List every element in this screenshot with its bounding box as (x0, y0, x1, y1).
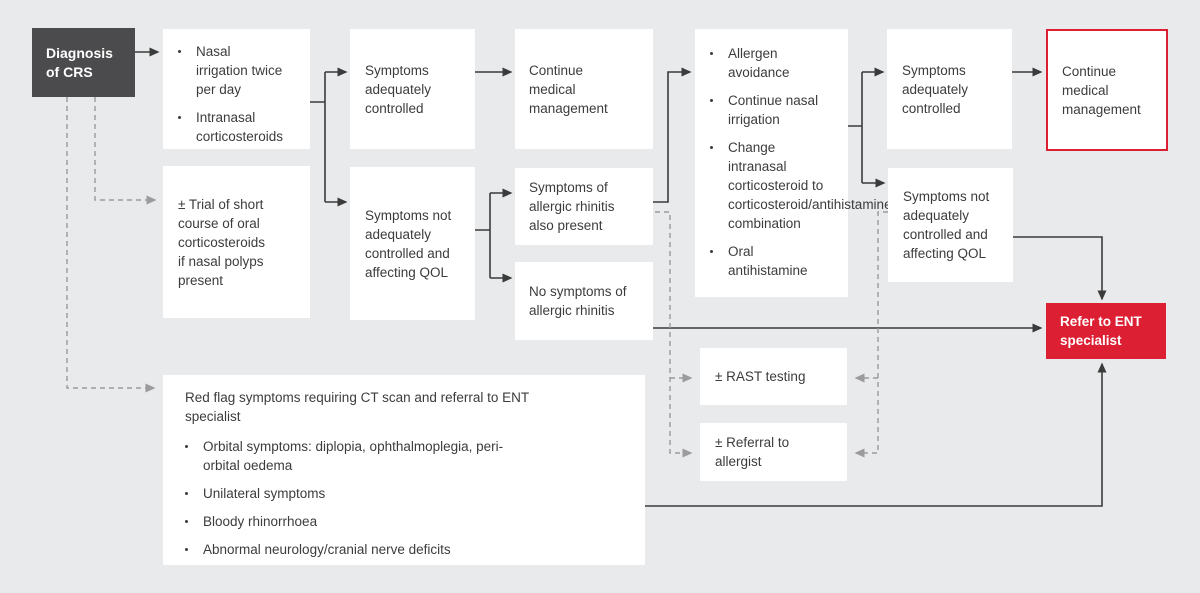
node-label: Refer to ENT specialist (1060, 314, 1142, 348)
bullet-icon (185, 445, 188, 448)
connector-diagnosis-to-redflag (66, 97, 156, 393)
node-label: No symptoms of allergic rhinitis (529, 284, 627, 318)
bullet-icon (185, 548, 188, 551)
node-label: ± RAST testing (715, 369, 806, 384)
node-label: Symptoms of allergic rhinitis also prese… (529, 180, 615, 233)
node-label: Symptoms not adequately controlled and a… (903, 189, 990, 261)
bullet-icon (710, 146, 713, 149)
node-label: ± Referral to allergist (715, 435, 790, 469)
connector-redflag-to-ent (645, 362, 1107, 507)
list-item-text: Nasal irrigation twice per day (196, 44, 283, 97)
list-item: Abnormal neurology/cranial nerve deficit… (185, 540, 639, 559)
node-symptoms-not-controlled-1: Symptoms not adequately controlled and a… (350, 167, 475, 320)
node-initial-treatment: Nasal irrigation twice per day Intranasa… (163, 29, 310, 149)
list-item-text: Bloody rhinorrhoea (203, 514, 318, 529)
node-label: Symptoms not adequately controlled and a… (365, 207, 452, 280)
bullet-list: Orbital symptoms: diplopia, ophthalmople… (185, 437, 639, 559)
list-item-text: Allergen avoidance (728, 46, 790, 80)
node-label: Continue medical management (1062, 63, 1141, 117)
node-continue-management-1: Continue medical management (515, 29, 653, 149)
list-item: Change intranasal corticosteroid to cort… (710, 138, 892, 233)
node-red-flag-symptoms: Red flag symptoms requiring CT scan and … (163, 375, 645, 565)
connector-armanagement-branch-stem (848, 72, 863, 183)
bullet-icon (710, 99, 713, 102)
node-label: Continue medical management (529, 62, 608, 116)
list-item-text: Oral antihistamine (728, 244, 808, 278)
list-item-text: Abnormal neurology/cranial nerve deficit… (203, 542, 451, 557)
node-referral-to-allergist: ± Referral to allergist (700, 423, 847, 481)
connector-diagnosis-to-oralsteroids (94, 97, 157, 205)
list-item: Continue nasal irrigation (710, 91, 842, 129)
list-item: Bloody rhinorrhoea (185, 512, 639, 531)
list-item: Orbital symptoms: diplopia, ophthalmople… (185, 437, 639, 475)
connector-initial-branch-stem (310, 72, 326, 202)
bullet-icon (178, 50, 181, 53)
node-label: ± Trial of short course of oral corticos… (178, 196, 266, 288)
list-item-text: Orbital symptoms: diplopia, ophthalmople… (203, 439, 504, 473)
bullet-list: Nasal irrigation twice per day Intranasa… (178, 42, 304, 146)
connector-arpresent-to-armanagement (653, 67, 692, 203)
node-refer-to-ent-specialist: Refer to ENT specialist (1046, 303, 1166, 359)
bullet-icon (710, 250, 713, 253)
list-item: Oral antihistamine (710, 242, 842, 280)
node-symptoms-controlled-1: Symptoms adequately controlled (350, 29, 475, 149)
list-item: Nasal irrigation twice per day (178, 42, 304, 99)
node-label: Diagnosis of CRS (46, 44, 113, 80)
node-label: Symptoms adequately controlled (902, 62, 969, 116)
node-diagnosis-of-crs: Diagnosis of CRS (32, 28, 135, 97)
node-symptoms-controlled-2: Symptoms adequately controlled (887, 29, 1012, 149)
node-oral-steroids-trial: ± Trial of short course of oral corticos… (163, 166, 310, 318)
list-item: Unilateral symptoms (185, 484, 639, 503)
connector-arpresent-to-allergist (655, 211, 693, 458)
connector-notcontrolled1-branch-stem (475, 193, 491, 278)
node-no-allergic-rhinitis: No symptoms of allergic rhinitis (515, 262, 653, 340)
node-allergic-rhinitis-present: Symptoms of allergic rhinitis also prese… (515, 168, 653, 245)
list-item-text: Continue nasal irrigation (728, 93, 819, 127)
node-rast-testing: ± RAST testing (700, 348, 847, 405)
node-label: Symptoms adequately controlled (365, 62, 432, 116)
connector-notcontrolled2-to-allergist (854, 211, 888, 458)
node-allergic-rhinitis-management: Allergen avoidance Continue nasal irriga… (695, 29, 892, 297)
list-item-text: Unilateral symptoms (203, 486, 326, 501)
red-flag-title: Red flag symptoms requiring CT scan and … (185, 390, 529, 424)
bullet-icon (710, 52, 713, 55)
list-item: Allergen avoidance (710, 44, 842, 82)
bullet-icon (185, 492, 188, 495)
bullet-icon (185, 520, 188, 523)
node-symptoms-not-controlled-2: Symptoms not adequately controlled and a… (888, 168, 1013, 282)
bullet-icon (178, 116, 181, 119)
node-continue-management-2: Continue medical management (1046, 29, 1168, 151)
list-item: Intranasal corticosteroids (178, 108, 304, 146)
list-item-text: Intranasal corticosteroids (196, 110, 284, 144)
connector-notcontrolled2-to-ent (1013, 236, 1107, 301)
list-item-text: Change intranasal corticosteroid to cort… (728, 140, 892, 231)
bullet-list: Allergen avoidance Continue nasal irriga… (710, 44, 892, 280)
